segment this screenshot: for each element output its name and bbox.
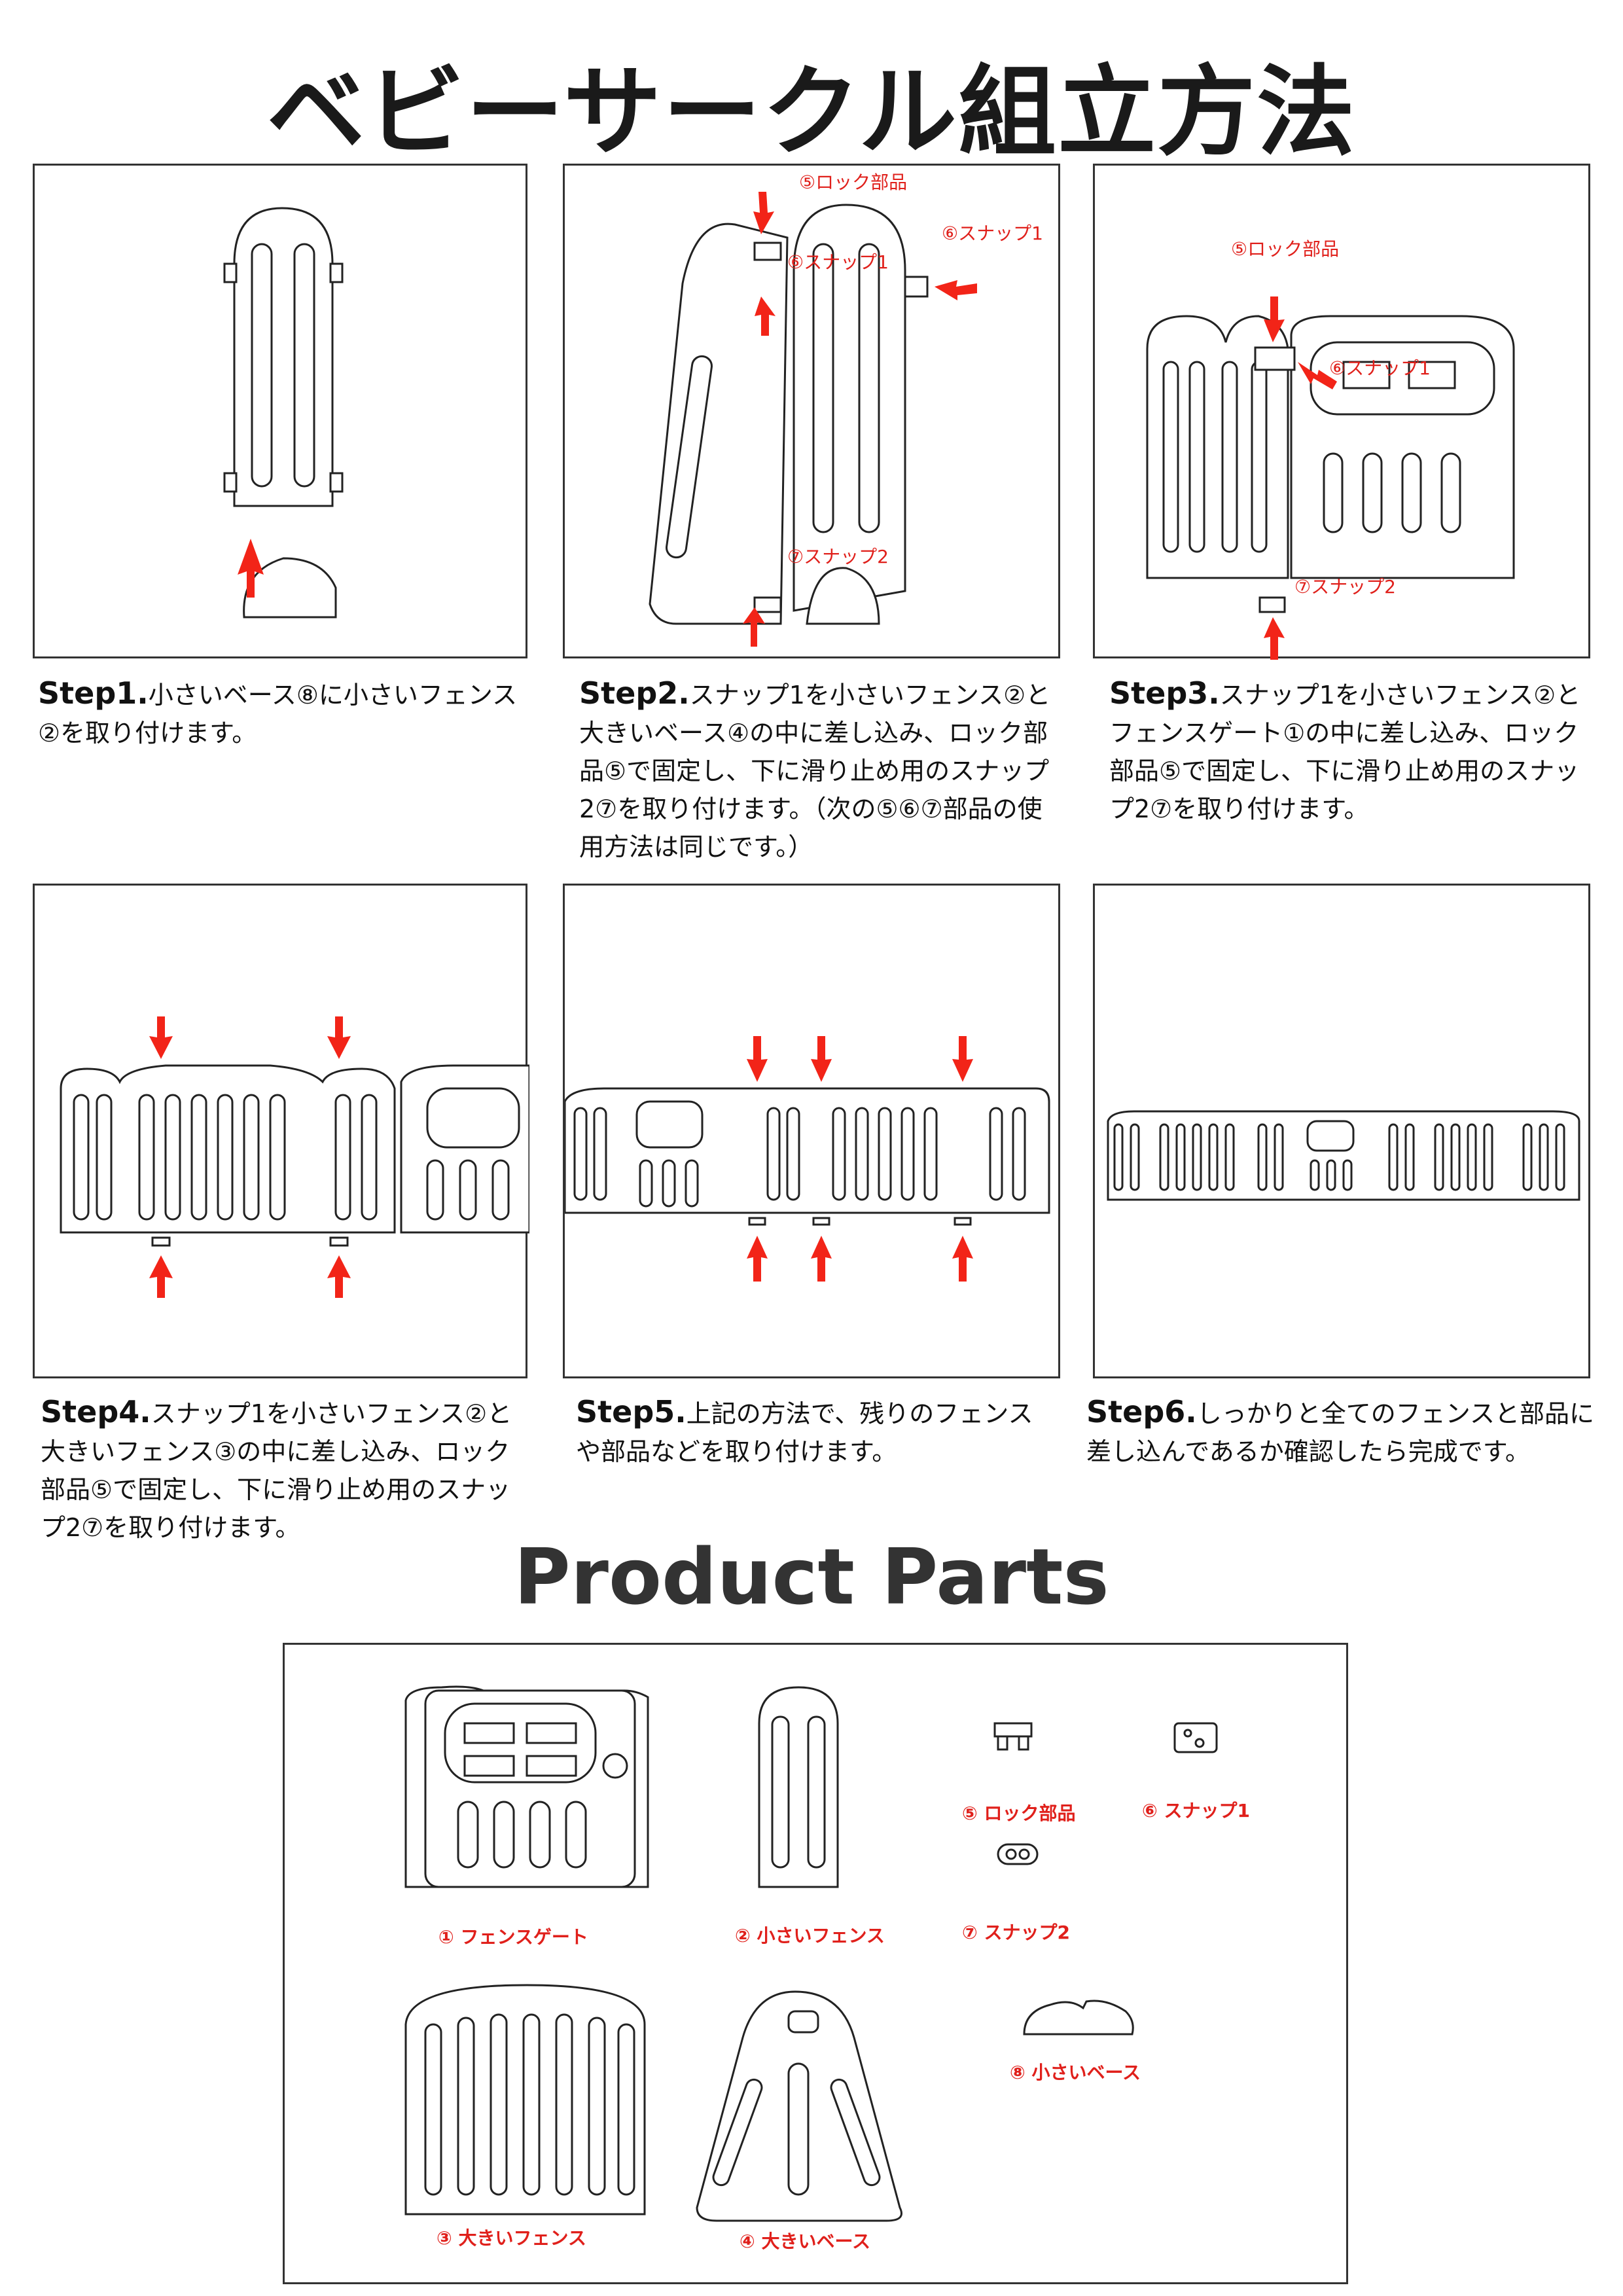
- step5-text: Step5.上記の方法で、残りのフェンスや部品などを取り付けます。: [576, 1393, 1054, 1471]
- page-title: ベビーサークル組立方法: [266, 56, 1357, 170]
- step4-body: スナップ1を小さいフェンス②と大きいフェンス③の中に差し込み、ロック部品⑤で固定…: [41, 1399, 512, 1542]
- step2-snap1-callout-right: ⑥スナップ1: [942, 223, 1043, 244]
- part-label-lock-part: ⑤ ロック部品: [962, 1803, 1076, 1824]
- part-label-snap2: ⑦ スナップ2: [962, 1922, 1070, 1943]
- step3-text: Step3.スナップ1を小さいフェンス②とフェンスゲート①の中に差し込み、ロック…: [1109, 674, 1587, 828]
- step6-body: しっかりと全てのフェンスと部品に差し込んであるか確認したら完成です。: [1086, 1399, 1594, 1466]
- step6-illustration: [1093, 884, 1590, 1378]
- part-label-large-base: ④ 大きいベース: [740, 2231, 871, 2252]
- step2-body: スナップ1を小さいフェンス②と大きいベース④の中に差し込み、ロック部品⑤で固定し…: [579, 681, 1051, 861]
- step6-text: Step6.しっかりと全てのフェンスと部品に差し込んであるか確認したら完成です。: [1086, 1393, 1597, 1471]
- step1-label: Step1.: [38, 675, 149, 711]
- large-base-drawing: [696, 1990, 902, 2222]
- step2-illustration: ⑤ロック部品 ⑥スナップ1 ⑥スナップ1 ⑦スナップ2: [563, 164, 1060, 658]
- step1-illustration: [33, 164, 527, 658]
- step4-text: Step4.スナップ1を小さいフェンス②と大きいフェンス③の中に差し込み、ロック…: [41, 1393, 518, 1547]
- parts-box: ① フェンスゲート ② 小さいフェンス ③ 大きいフェンス ④ 大きいベース ⑤…: [283, 1643, 1348, 2284]
- step3-illustration: ⑤ロック部品 ⑥スナップ1 ⑦スナップ2: [1093, 164, 1590, 660]
- step2-text: Step2.スナップ1を小さいフェンス②と大きいベース④の中に差し込み、ロック部…: [579, 674, 1057, 866]
- part-label-snap1: ⑥ スナップ1: [1142, 1800, 1250, 1821]
- step3-body: スナップ1を小さいフェンス②とフェンスゲート①の中に差し込み、ロック部品⑤で固定…: [1109, 681, 1581, 823]
- step3-label: Step3.: [1109, 675, 1220, 711]
- step2-label: Step2.: [579, 675, 690, 711]
- fence-gate-drawing: [404, 1685, 649, 1888]
- snap2-drawing: [997, 1843, 1039, 1865]
- step4-label: Step4.: [41, 1394, 151, 1429]
- step1-body: 小さいベース⑧に小さいフェンス②を取り付けます。: [38, 681, 518, 747]
- part-label-small-fence: ② 小さいフェンス: [735, 1925, 885, 1946]
- large-fence-drawing: [404, 1984, 646, 2215]
- step5-label: Step5.: [576, 1394, 687, 1429]
- parts-title: Product Parts: [514, 1532, 1109, 1622]
- step2-snap1-callout-left: ⑥スナップ1: [787, 251, 889, 273]
- part-label-fence-gate: ① フェンスゲート: [438, 1926, 588, 1948]
- step4-illustration: [33, 884, 529, 1378]
- step6-label: Step6.: [1086, 1394, 1197, 1429]
- lock-part-drawing: [993, 1722, 1033, 1751]
- snap1-drawing: [1173, 1722, 1218, 1753]
- small-base-drawing: [1023, 2000, 1134, 2036]
- part-label-large-fence: ③ 大きいフェンス: [437, 2227, 586, 2249]
- small-fence-drawing: [758, 1686, 839, 1888]
- step5-illustration: [563, 884, 1060, 1378]
- step3-snap2-callout: ⑦スナップ2: [1294, 576, 1396, 598]
- step3-snap1-callout: ⑥スナップ1: [1329, 357, 1431, 379]
- step2-lock-callout: ⑤ロック部品: [799, 171, 908, 193]
- step1-text: Step1.小さいベース⑧に小さいフェンス②を取り付けます。: [38, 674, 535, 752]
- step3-lock-callout: ⑤ロック部品: [1231, 238, 1340, 260]
- step2-snap2-callout: ⑦スナップ2: [787, 546, 889, 567]
- part-label-small-base: ⑧ 小さいベース: [1010, 2062, 1141, 2083]
- step5-body: 上記の方法で、残りのフェンスや部品などを取り付けます。: [576, 1399, 1033, 1466]
